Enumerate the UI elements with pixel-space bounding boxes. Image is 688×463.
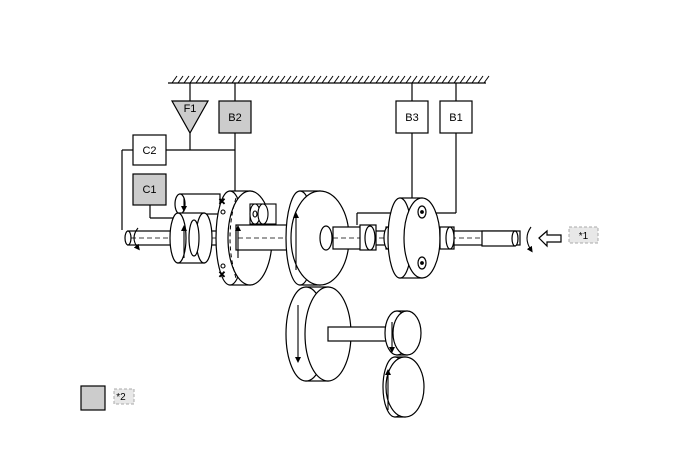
b2-brake: B2 — [218, 100, 252, 134]
b2-label: B2 — [228, 112, 241, 124]
ref-tag-1: *1 — [568, 226, 599, 244]
c2-label: C2 — [142, 145, 156, 157]
input-shaft-end — [481, 230, 519, 247]
ref-tag-2-label: *2 — [116, 392, 126, 403]
b3-brake: B3 — [395, 100, 429, 134]
f1-label: F1 — [184, 103, 197, 115]
c1-clutch: C1 — [132, 173, 167, 206]
pinion-set — [249, 203, 277, 225]
c1-label: C1 — [142, 184, 156, 196]
rear-planetary — [383, 197, 455, 279]
middle-shaft-segment — [332, 224, 377, 251]
direction-arrows — [133, 198, 533, 410]
b1-brake: B1 — [439, 100, 473, 134]
fixed-housing — [168, 75, 490, 84]
c2-clutch: C2 — [132, 134, 167, 166]
svg-text:×: × — [219, 269, 225, 281]
b1-label: B1 — [449, 112, 462, 124]
input-arrow-icon — [538, 229, 562, 248]
legend-highlight-swatch — [80, 385, 106, 411]
f1-one-way-clutch: F1 — [170, 100, 210, 135]
differential-gear — [382, 356, 425, 418]
ref-tag-1-label: *1 — [579, 231, 589, 242]
housing-hatch — [171, 75, 490, 84]
pinion-markers: × × — [218, 195, 226, 281]
clutch-drum-left — [169, 193, 221, 264]
rotation-arrow-left — [133, 227, 140, 251]
svg-text:×: × — [219, 196, 225, 208]
rotation-arrow-input — [526, 226, 533, 253]
connection-lines — [121, 83, 457, 230]
ref-tag-2: *2 — [113, 388, 135, 405]
b3-label: B3 — [405, 112, 418, 124]
counter-small-gear — [384, 310, 422, 356]
